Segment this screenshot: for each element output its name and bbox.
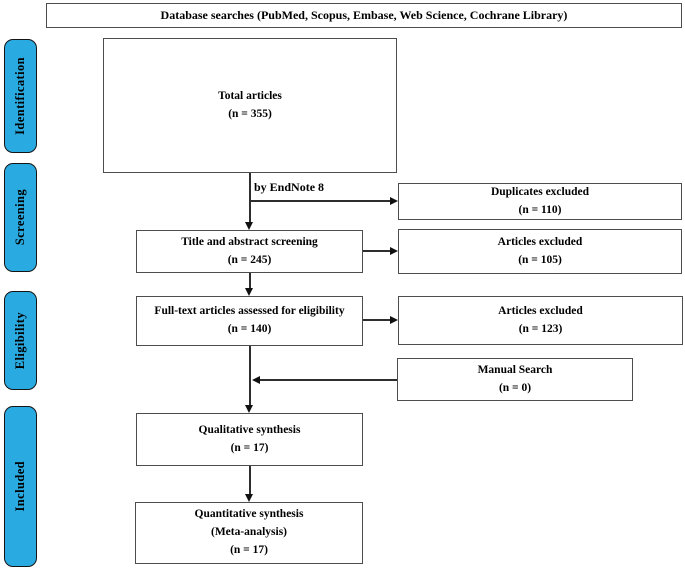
box-title-abstract-screening: Title and abstract screening (n = 245): [136, 230, 363, 273]
connector-qualitative-to-quantitative: [249, 466, 251, 494]
box-title-abstract-screening-count: (n = 245): [227, 253, 272, 266]
endnote-annotation: by EndNote 8: [254, 180, 325, 194]
stage-screening-label: Screening: [13, 189, 27, 246]
stage-eligibility-label: Eligibility: [13, 311, 27, 370]
box-duplicates-excluded-count: (n = 110): [518, 203, 562, 216]
arrowhead-manual-search-to-flow: [252, 375, 260, 384]
box-quantitative-synthesis-title: Quantitative synthesis: [194, 508, 304, 521]
box-total-articles-count: (n = 355): [228, 107, 272, 120]
box-quantitative-synthesis-subtitle: (Meta-analysis): [210, 526, 287, 539]
box-articles-excluded-eligibility-title: Articles excluded: [498, 304, 583, 317]
arrowhead-screening-to-fulltext: [245, 288, 253, 296]
arrowhead-qualitative-to-quantitative: [245, 494, 253, 502]
connector-screening-to-fulltext: [249, 273, 251, 288]
connector-total-to-screening: [249, 173, 251, 222]
box-full-text-eligibility: Full-text articles assessed for eligibil…: [136, 296, 363, 346]
box-qualitative-synthesis: Qualitative synthesis (n = 17): [136, 413, 363, 466]
stage-eligibility: Eligibility: [4, 291, 37, 390]
arrowhead-total-to-screening: [245, 222, 253, 230]
box-articles-excluded-screening-title: Articles excluded: [497, 235, 583, 248]
database-searches-label: Database searches (PubMed, Scopus, Embas…: [160, 8, 568, 23]
database-searches-box: Database searches (PubMed, Scopus, Embas…: [46, 3, 682, 28]
stage-identification-label: Identification: [13, 57, 27, 135]
box-manual-search-title: Manual Search: [477, 363, 553, 376]
box-qualitative-synthesis-count: (n = 17): [230, 441, 269, 454]
box-manual-search: Manual Search (n = 0): [397, 358, 633, 401]
arrowhead-endnote-to-duplicates: [390, 196, 398, 205]
connector-endnote-to-duplicates: [249, 200, 390, 202]
box-manual-search-count: (n = 0): [498, 381, 532, 394]
connector-screening-to-excluded: [363, 250, 390, 252]
box-quantitative-synthesis-count: (n = 17): [230, 543, 268, 556]
box-duplicates-excluded-title: Duplicates excluded: [490, 185, 590, 198]
stage-included-label: Included: [13, 461, 27, 512]
connector-fulltext-to-excluded: [363, 319, 390, 321]
box-total-articles-title: Total articles: [218, 89, 282, 102]
arrowhead-fulltext-to-excluded: [390, 315, 398, 324]
box-full-text-eligibility-count: (n = 140): [227, 323, 272, 335]
arrowhead-fulltext-to-qualitative: [245, 405, 253, 413]
stage-screening: Screening: [4, 163, 37, 272]
arrowhead-screening-to-excluded: [390, 246, 398, 255]
box-articles-excluded-screening: Articles excluded (n = 105): [398, 229, 682, 274]
box-total-articles: Total articles (n = 355): [103, 38, 397, 173]
connector-fulltext-to-qualitative: [249, 346, 251, 405]
box-quantitative-synthesis: Quantitative synthesis (Meta-analysis) (…: [135, 502, 363, 564]
connector-manual-search-to-flow: [260, 379, 397, 381]
box-articles-excluded-eligibility-count: (n = 123): [518, 322, 563, 335]
box-duplicates-excluded: Duplicates excluded (n = 110): [398, 183, 682, 220]
box-qualitative-synthesis-title: Qualitative synthesis: [198, 423, 301, 436]
box-articles-excluded-screening-count: (n = 105): [518, 253, 562, 266]
stage-included: Included: [4, 406, 37, 567]
box-title-abstract-screening-title: Title and abstract screening: [181, 235, 318, 248]
stage-identification: Identification: [4, 39, 37, 153]
box-full-text-eligibility-title: Full-text articles assessed for eligibil…: [154, 305, 345, 318]
box-articles-excluded-eligibility: Articles excluded (n = 123): [398, 296, 683, 345]
